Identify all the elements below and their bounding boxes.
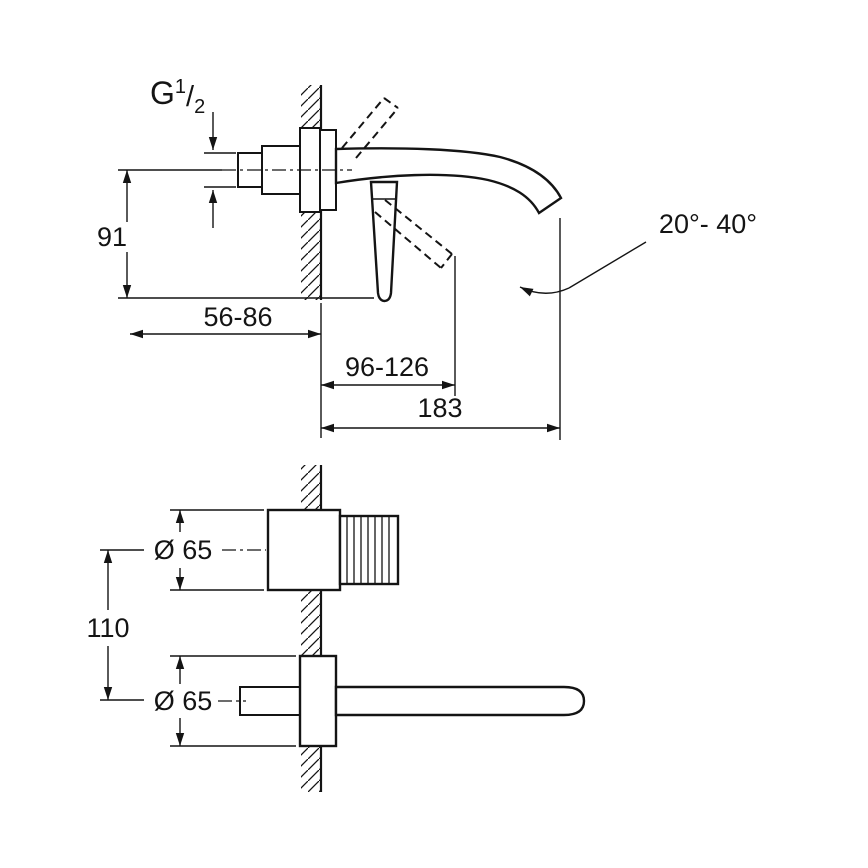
angle-range-label: 20°- 40°: [659, 209, 757, 239]
handle-knob: [338, 514, 400, 586]
spout-tube: [334, 685, 586, 717]
lever-handle-open-hidden: [374, 199, 453, 269]
thread-size-label: G1/2: [150, 75, 205, 118]
angle-leader-line: [568, 241, 647, 289]
spout-inlet-stub: [239, 686, 301, 716]
side-view: G1/2 91 56-86 96-126 183 20°- 40°: [97, 75, 757, 440]
lever-handle-raised-hidden: [341, 97, 399, 159]
handle-escutcheon: [266, 508, 342, 592]
plan-view: Ø 65 110 Ø 65: [86, 465, 586, 792]
handle-diameter-label: Ø 65: [154, 535, 213, 565]
spout-diameter-label: Ø 65: [154, 686, 213, 716]
projection-183-label: 183: [417, 393, 462, 423]
spout-escutcheon: [298, 654, 338, 748]
handle-grip-lines: [346, 517, 390, 583]
reach-96-126-label: 96-126: [345, 352, 429, 382]
center-distance-label: 110: [86, 613, 129, 643]
lever-handle-closed: [369, 180, 399, 303]
depth-56-86-label: 56-86: [203, 302, 272, 332]
angle-swing-arc: [519, 286, 570, 297]
spout-profile: [334, 147, 563, 215]
height-91-label: 91: [97, 222, 127, 252]
